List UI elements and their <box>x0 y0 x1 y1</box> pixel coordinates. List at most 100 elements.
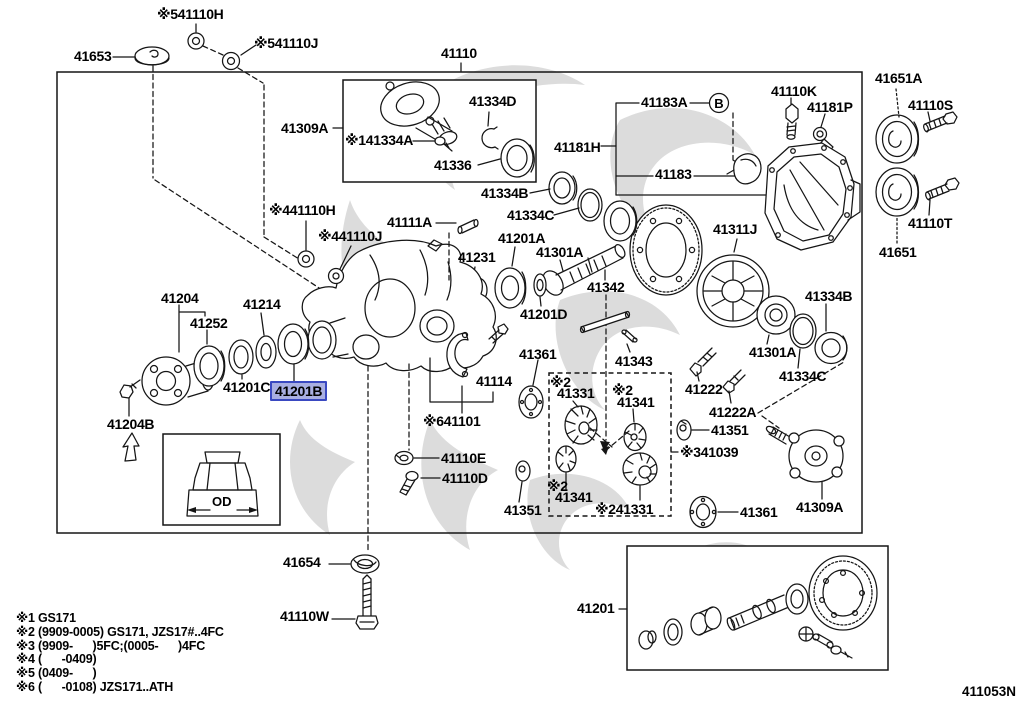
bearing-41301a-right <box>756 295 796 345</box>
spacer-41201c <box>228 339 254 380</box>
bearing-41252 <box>193 345 226 387</box>
diff-case-41311j <box>696 238 770 328</box>
companion-flange-drawing <box>380 81 458 145</box>
legend-note: ※2 (9909-0005) GS171, JZS17#..4FC <box>16 624 224 639</box>
breather-cap-41183 <box>726 153 762 185</box>
diagram-code: 411053N <box>962 684 1017 699</box>
part-label-41110W[interactable]: 41110W <box>280 608 329 624</box>
part-label-41301A[interactable]: 41301A <box>536 244 584 260</box>
part-label-41334D[interactable]: 41334D <box>469 93 517 109</box>
callout-b[interactable]: B <box>714 96 724 111</box>
nut-41110h-mid <box>297 220 315 268</box>
part-label-41361[interactable]: 41361 <box>519 346 557 362</box>
dashed-leaders-top-left <box>152 45 349 308</box>
part-label-note2[interactable]: ※2 <box>612 382 633 398</box>
side-bearing-drawing <box>603 200 638 242</box>
part-label-41351[interactable]: 41351 <box>711 422 749 438</box>
part-label-note2[interactable]: ※2 <box>550 374 571 390</box>
part-label-41653[interactable]: 41653 <box>74 48 112 64</box>
part-label-41222A[interactable]: 41222A <box>709 404 757 420</box>
washer-41361-right <box>689 495 739 529</box>
part-label-note641101[interactable]: ※641101 <box>423 413 481 429</box>
part-label-note141334A[interactable]: ※141334A <box>345 132 414 148</box>
cushion-41651 <box>875 167 920 244</box>
part-label-41309A[interactable]: 41309A <box>796 499 844 515</box>
ring-gear-drawing <box>629 204 703 296</box>
part-label-41214[interactable]: 41214 <box>243 296 281 312</box>
part-label-41111A[interactable]: 41111A <box>387 214 432 230</box>
part-label-note441110H[interactable]: ※441110H <box>269 202 336 218</box>
bearing-41334b-right <box>814 303 848 365</box>
bolt-41110w <box>331 574 379 630</box>
part-label-note441110J[interactable]: ※441110J <box>318 228 383 244</box>
legend-note: ※3 (9909- )5FC;(0005- )4FC <box>16 638 206 653</box>
part-label-41201A[interactable]: 41201A <box>498 230 546 246</box>
legend-note: ※5 (0409- ) <box>16 666 97 681</box>
part-label-41336[interactable]: 41336 <box>434 157 472 173</box>
bearing-cap-41114 <box>429 323 509 414</box>
part-label-41334C[interactable]: 41334C <box>507 207 555 223</box>
part-label-41110[interactable]: 41110 <box>441 45 477 61</box>
flange-bolt-41334a <box>412 136 453 152</box>
part-label-41201[interactable]: 41201 <box>577 600 615 616</box>
part-label-41181P[interactable]: 41181P <box>807 99 853 115</box>
part-label-41654[interactable]: 41654 <box>283 554 321 570</box>
part-label-41110S[interactable]: 41110S <box>908 97 953 113</box>
part-label-41183A[interactable]: 41183A <box>641 94 688 110</box>
part-label-41334B[interactable]: 41334B <box>805 288 853 304</box>
final-gear-kit-box <box>618 545 889 671</box>
part-label-41110K[interactable]: 41110K <box>771 83 817 99</box>
part-label-41222[interactable]: 41222 <box>685 381 723 397</box>
gasket-41110e <box>394 363 440 466</box>
part-label-41201B[interactable]: 41201B <box>270 381 328 401</box>
part-label-note341039[interactable]: ※341039 <box>680 444 739 460</box>
part-label-41361[interactable]: 41361 <box>740 504 778 520</box>
part-label-41201C[interactable]: 41201C <box>223 379 271 395</box>
part-label-41309A[interactable]: 41309A <box>281 120 329 136</box>
part-label-41651[interactable]: 41651 <box>879 244 917 260</box>
pin-41343 <box>621 329 638 353</box>
part-label-41231[interactable]: 41231 <box>458 249 496 265</box>
part-label-41181H[interactable]: 41181H <box>554 139 601 155</box>
part-label-41183[interactable]: 41183 <box>655 166 692 182</box>
washer-41351-left <box>515 460 531 503</box>
part-label-41114[interactable]: 41114 <box>476 373 512 389</box>
part-label-41201D[interactable]: 41201D <box>520 306 568 322</box>
part-label-41110T[interactable]: 41110T <box>908 215 953 231</box>
part-label-41311J[interactable]: 41311J <box>713 221 758 237</box>
part-label-41204[interactable]: 41204 <box>161 290 199 306</box>
part-label-note2[interactable]: ※2 <box>547 478 568 494</box>
stud-41204b <box>119 379 141 417</box>
part-label-41331[interactable]: 41331 <box>557 385 595 401</box>
part-label-41651A[interactable]: 41651A <box>875 70 923 86</box>
part-label-41204B[interactable]: 41204B <box>107 416 155 432</box>
nut-reference-box <box>162 433 281 526</box>
pinion-cross-shaft <box>579 310 631 334</box>
part-label-41110E[interactable]: 41110E <box>441 450 486 466</box>
part-label-41252[interactable]: 41252 <box>190 315 228 331</box>
part-label-41341[interactable]: 41341 <box>555 489 593 505</box>
part-label-note541110H[interactable]: ※541110H <box>157 6 224 22</box>
part-label-41334C[interactable]: 41334C <box>779 368 827 384</box>
differential-carrier-housing <box>301 239 497 373</box>
part-label-41334B[interactable]: 41334B <box>481 185 529 201</box>
part-label-41351[interactable]: 41351 <box>504 502 542 518</box>
part-label-41343[interactable]: 41343 <box>615 353 653 369</box>
part-label-note541110J[interactable]: ※541110J <box>254 35 319 51</box>
bracket-41204 <box>178 304 208 353</box>
reference-arrow <box>122 432 140 462</box>
bearing-41334b-front <box>529 171 578 205</box>
washer-41351-right <box>670 419 710 453</box>
race-41334c-front <box>553 188 603 222</box>
bolt-41110s <box>923 111 958 133</box>
washer-41201d <box>533 273 547 307</box>
plug-41110d <box>399 470 441 496</box>
part-label-41341[interactable]: 41341 <box>617 394 655 410</box>
part-label-41110D[interactable]: 41110D <box>442 470 488 486</box>
legend-note: ※6 ( -0108) JZS171..ATH <box>16 679 174 694</box>
part-label-note241331[interactable]: ※241331 <box>595 501 654 517</box>
part-label-41301A[interactable]: 41301A <box>749 344 797 360</box>
part-label-41342[interactable]: 41342 <box>587 279 625 295</box>
dust-deflector-41334d <box>481 111 499 150</box>
